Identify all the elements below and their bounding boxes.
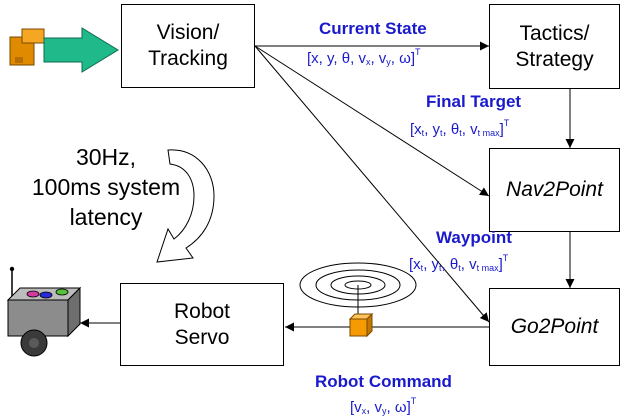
robot-icon (6, 266, 82, 357)
final-target-title: Final Target (426, 92, 522, 111)
radio-waves-icon (299, 262, 417, 320)
final-target-vector: [xt, yt, θt, vt max]T (410, 118, 510, 138)
robot-command-title: Robot Command (315, 372, 452, 391)
nav2point-box: Nav2Point (489, 148, 620, 232)
loop-rate-note: 30Hz, 100ms system latency (26, 142, 186, 232)
loop-arrow-icon (156, 149, 215, 263)
tactics-strategy-box: Tactics/ Strategy (489, 4, 620, 89)
camera-feed-arrow (43, 27, 119, 73)
robot-command-vector: [vx, vy, ω]T (350, 396, 417, 416)
tactics-strategy-label-line1: Tactics/ (519, 21, 590, 45)
waypoint-vector: [xt, yt, θt, vt max]T (409, 253, 509, 273)
current-state-title: Current State (319, 19, 427, 38)
robot-servo-box: Robot Servo (120, 283, 284, 366)
loop-rate-line1: 30Hz, (75, 144, 137, 170)
robot-servo-label-line1: Robot (173, 299, 231, 323)
robot-servo-label-line2: Servo (174, 325, 230, 349)
vision-tracking-label-line1: Vision/ (156, 21, 220, 44)
loop-rate-line2: 100ms system (31, 174, 181, 200)
nav2point-label: Nav2Point (506, 178, 603, 201)
waypoint-title: Waypoint (436, 228, 512, 247)
loop-rate-line3: latency (69, 204, 143, 230)
vision-tracking-box: Vision/ Tracking (121, 4, 255, 88)
camera-icon (9, 28, 45, 66)
current-state-vector: [x, y, θ, vx, vy, ω]T (307, 47, 421, 67)
vision-to-go2point-line (254, 45, 490, 323)
transmitter-icon (348, 312, 374, 338)
vision-to-nav2point-line (254, 45, 490, 197)
vision-tracking-label-line2: Tracking (148, 47, 228, 70)
go2point-box: Go2Point (489, 288, 620, 366)
tactics-strategy-label-line2: Strategy (515, 47, 594, 71)
go2point-label: Go2Point (510, 315, 599, 338)
